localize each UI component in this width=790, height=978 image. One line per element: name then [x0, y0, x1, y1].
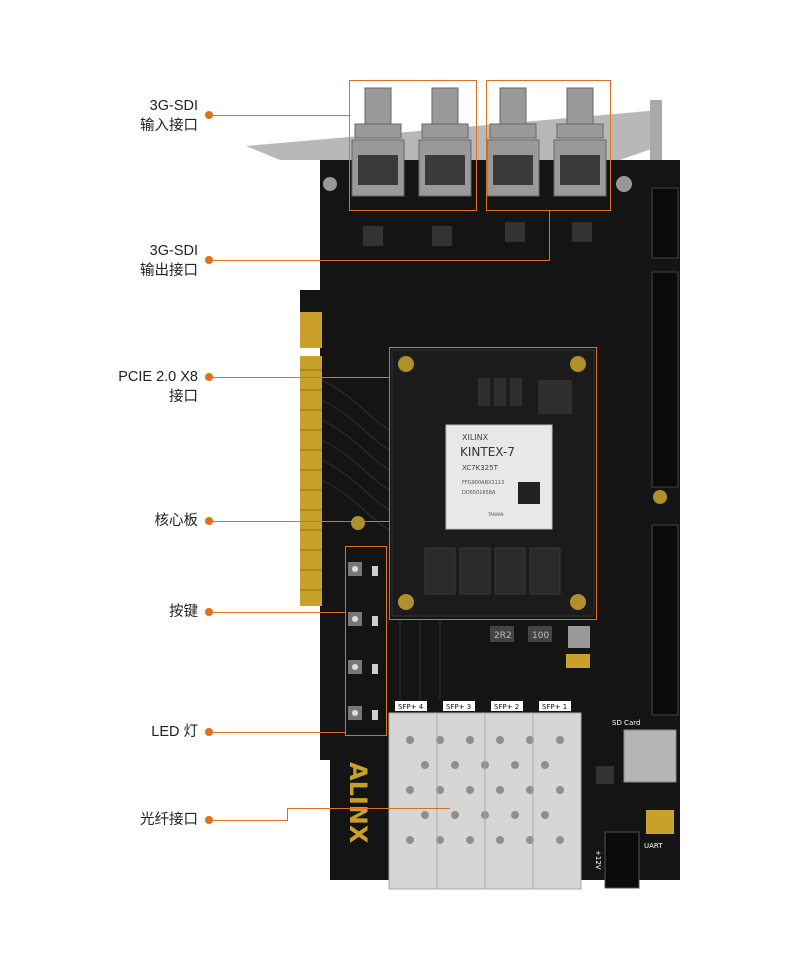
callout-dot — [205, 728, 213, 736]
callout-dot — [205, 517, 213, 525]
brand-logo-text: ALINX — [344, 762, 372, 844]
chip-part-text: XC7K325T — [462, 464, 499, 472]
expansion-header-2 — [651, 524, 679, 716]
expansion-header-1 — [651, 271, 679, 488]
power-label: +12V — [594, 850, 602, 870]
sfp-label-2: SFP+ 2 — [494, 703, 519, 711]
sdi-input-highlight-right — [486, 80, 611, 211]
chip-code-text: FFG900ABX2113 — [462, 480, 504, 486]
callout-label-pcie: PCIE 2.0 X8 接口 — [118, 369, 198, 405]
callout-dot — [205, 608, 213, 616]
leds — [372, 566, 378, 720]
callout-dot — [205, 816, 213, 824]
chip-vendor-text: XILINX — [462, 433, 489, 442]
sfp-label-1: SFP+ 1 — [542, 703, 567, 711]
power-jack — [604, 831, 640, 889]
sdi-output-bracket — [549, 211, 550, 261]
jtag-header — [651, 187, 679, 259]
inductor-label: 2R2 — [494, 631, 512, 641]
chip-family-text: KINTEX-7 — [460, 445, 515, 459]
callout-label-sdi-output: 3G-SDI 输出接口 — [140, 243, 198, 279]
callout-label-core-board: 核心板 — [154, 513, 199, 529]
core-board-highlight — [389, 347, 597, 620]
fpga-chip — [445, 424, 553, 530]
sd-card-slot — [623, 729, 677, 783]
inductor-label-2: 100 — [532, 631, 549, 641]
callout-dot — [205, 256, 213, 264]
chip-lot-text: DD6501858A — [462, 490, 496, 496]
sd-card-label: SD Card — [612, 719, 640, 727]
callout-label-sdi-input: 3G-SDI 输入接口 — [140, 98, 198, 134]
sfp-label-3: SFP+ 3 — [446, 703, 471, 711]
buttons-highlight — [345, 546, 387, 736]
sdi-input-highlight-left — [349, 80, 477, 211]
bnc-connectors — [351, 87, 607, 197]
uart-label: UART — [644, 842, 663, 850]
callout-label-fiber: 光纤接口 — [140, 812, 198, 828]
chip-origin-text: TAIWAN — [487, 512, 504, 517]
pcie-fingers — [300, 312, 322, 348]
uart-port — [646, 810, 674, 834]
callout-dot — [205, 373, 213, 381]
callout-label-buttons: 按键 — [169, 604, 198, 620]
callout-dot — [205, 111, 213, 119]
callout-label-leds: LED 灯 — [151, 724, 198, 740]
ddr-chips — [424, 547, 561, 595]
sfp-label-4: SFP+ 4 — [398, 703, 424, 711]
